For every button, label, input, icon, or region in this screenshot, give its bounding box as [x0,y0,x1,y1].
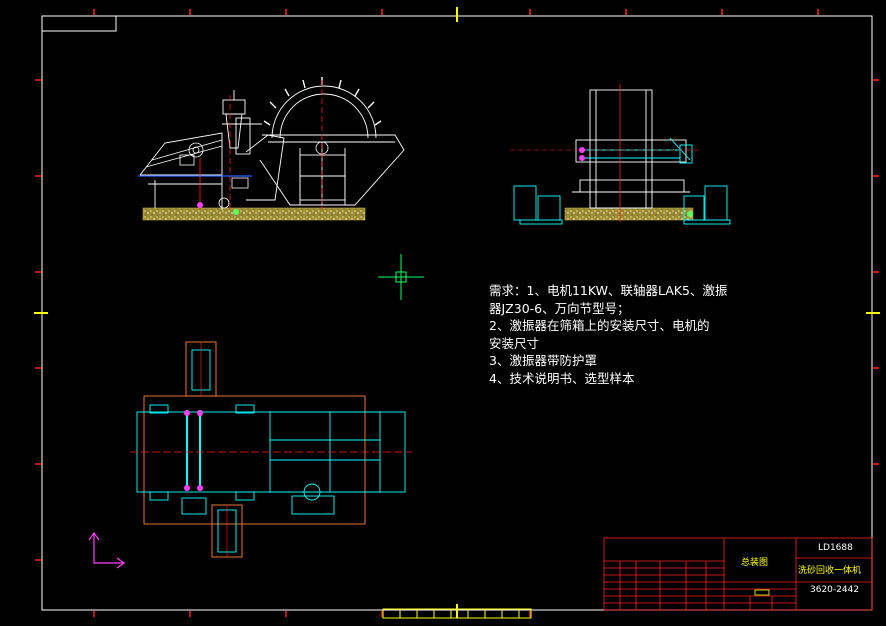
ucs-axis-icon [88,531,126,569]
center-marks [34,7,880,618]
front-elevation-view [138,77,405,221]
plan-view [130,341,412,558]
scale-bar [382,608,532,619]
title-block-frame [603,537,873,611]
requirement-line: 安装尺寸 [489,335,540,351]
requirement-line: 需求：1、电机11KW、联轴器LAK5、激振 [489,283,728,298]
side-elevation-view [510,84,731,225]
drawing-number: 3620-2442 [810,585,860,595]
requirement-line: 4、技术说明书、选型样本 [489,370,635,386]
requirement-line: 器JZ30-6、万向节型号； [489,300,630,316]
drawing-name: 总装图 [741,558,769,568]
model-number: LD1688 [818,543,853,553]
requirement-line: 2、激振器在筛箱上的安装尺寸、电机的 [489,318,710,334]
requirements-note: 需求：1、电机11KW、联轴器LAK5、激振器JZ30-6、万向节型号； 2、激振… [489,282,727,388]
product-name: 洗砂回收一体机 [798,566,862,576]
crosshair-cursor [378,254,424,300]
drawing-frame [41,15,873,611]
zone-ticks [35,9,879,617]
requirement-line: 3、激振器带防护罩 [489,353,597,369]
